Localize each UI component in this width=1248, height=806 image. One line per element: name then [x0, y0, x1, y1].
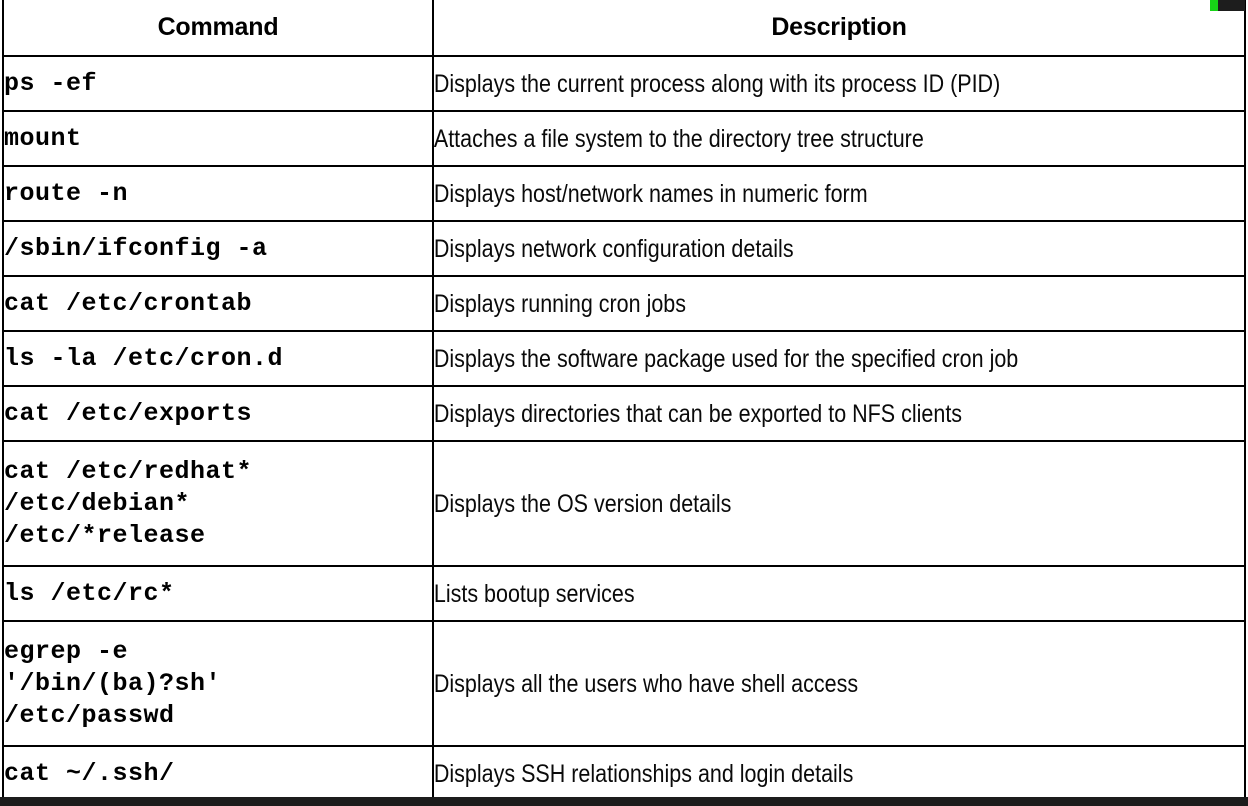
table-row: ps -ef Displays the current process alon…	[2, 55, 1245, 112]
table-row: cat /etc/exports Displays directories th…	[2, 385, 1245, 442]
table-row: /sbin/ifconfig -a Displays network confi…	[2, 220, 1245, 277]
description-cell: Displays running cron jobs	[432, 275, 1133, 332]
table-header-row: Command Description	[2, 0, 1246, 57]
table-row: mount Attaches a file system to the dire…	[2, 110, 1245, 167]
table-row: route -n Displays host/network names in …	[2, 165, 1245, 222]
description-cell: Displays directories that can be exporte…	[432, 385, 1133, 442]
description-cell: Displays network configuration details	[432, 220, 1133, 277]
command-cell: mount	[2, 110, 434, 167]
dark-panel-area	[1218, 0, 1245, 11]
description-cell: Attaches a file system to the directory …	[432, 110, 1133, 167]
command-cell: cat /etc/crontab	[2, 275, 434, 332]
table-header: Command Description	[2, 0, 1246, 57]
command-cell: ps -ef	[2, 55, 434, 112]
description-cell: Displays the software package used for t…	[432, 330, 1133, 387]
table-row: cat /etc/crontab Displays running cron j…	[2, 275, 1245, 332]
green-accent-bar	[1210, 0, 1218, 11]
top-right-overlay-panel	[1210, 0, 1245, 11]
command-cell: route -n	[2, 165, 434, 222]
table-row: ls /etc/rc* Lists bootup services	[2, 565, 1245, 622]
description-cell: Displays all the users who have shell ac…	[432, 620, 1133, 747]
command-cell: /sbin/ifconfig -a	[2, 220, 434, 277]
bottom-dark-bar	[0, 797, 1248, 806]
table-row: cat ~/.ssh/ Displays SSH relationships a…	[2, 745, 1245, 802]
column-header-command: Command	[2, 0, 434, 57]
description-cell: Lists bootup services	[432, 565, 1133, 622]
command-cell: cat /etc/redhat* /etc/debian* /etc/*rele…	[2, 440, 434, 567]
description-cell: Displays the OS version details	[432, 440, 1133, 567]
description-cell: Displays the current process along with …	[432, 55, 1133, 112]
command-cell: ls -la /etc/cron.d	[2, 330, 434, 387]
command-cell: ls /etc/rc*	[2, 565, 434, 622]
table-row: ls -la /etc/cron.d Displays the software…	[2, 330, 1245, 387]
command-cell: cat ~/.ssh/	[2, 745, 434, 802]
command-cell: egrep -e '/bin/(ba)?sh' /etc/passwd	[2, 620, 434, 747]
description-cell: Displays host/network names in numeric f…	[432, 165, 1133, 222]
table-body: ps -ef Displays the current process alon…	[2, 55, 1245, 802]
table-row: egrep -e '/bin/(ba)?sh' /etc/passwd Disp…	[2, 620, 1245, 747]
description-cell: Displays SSH relationships and login det…	[432, 745, 1133, 802]
table-row: cat /etc/redhat* /etc/debian* /etc/*rele…	[2, 440, 1245, 567]
command-cell: cat /etc/exports	[2, 385, 434, 442]
column-header-description: Description	[432, 0, 1246, 57]
